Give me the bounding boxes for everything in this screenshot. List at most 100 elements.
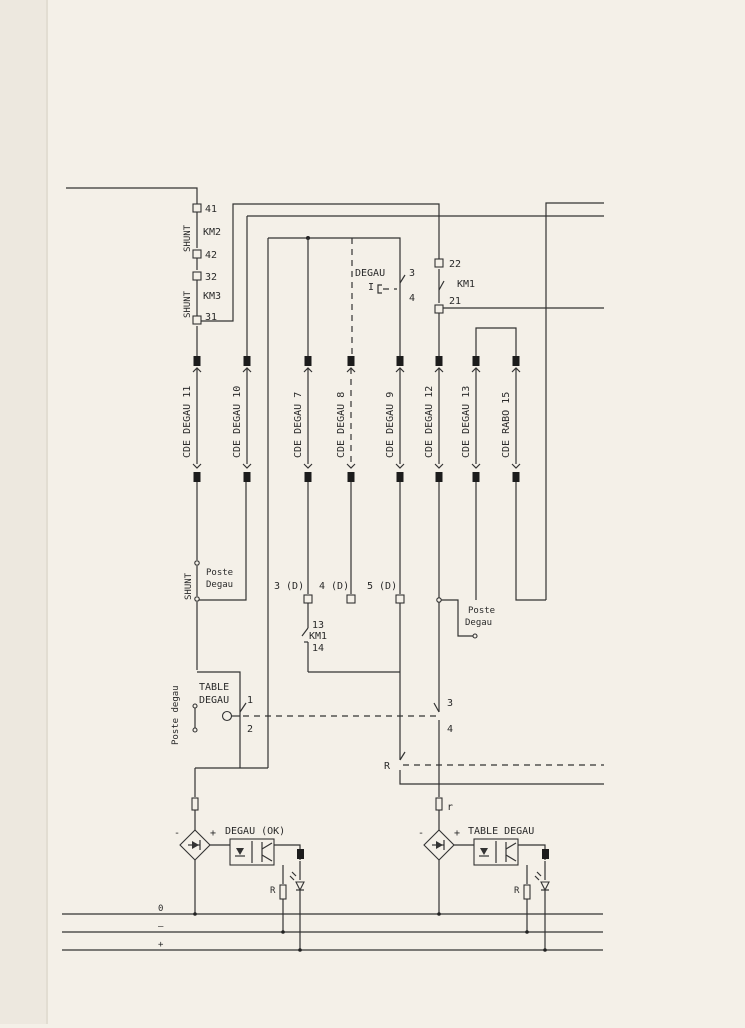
connector-plug-bottom <box>435 472 443 482</box>
connector-plug-bottom <box>472 472 480 482</box>
right-r-label: R <box>514 886 520 896</box>
power-rails: 0 – + <box>62 860 603 952</box>
left-led-plug <box>297 849 304 859</box>
km2-label: KM2 <box>203 227 221 238</box>
connector-socket-bottom <box>346 463 356 469</box>
poste-degau-vertical: Poste degau <box>171 685 181 745</box>
connector-plug-top <box>435 356 443 366</box>
connector-label: CDE DEGAU 10 <box>232 386 243 458</box>
terminal-32 <box>192 271 202 281</box>
d3-label: 3 (D) <box>274 581 304 592</box>
connector-plug-top <box>193 356 201 366</box>
connector-column: CDE DEGAU 9 <box>385 356 405 482</box>
degau-i-label: I <box>368 282 374 293</box>
connector-socket-bottom <box>395 463 405 469</box>
switch-1-label: 1 <box>247 695 253 706</box>
left-indicator-title: DEGAU (OK) <box>225 826 285 837</box>
terminal-5d <box>395 594 405 604</box>
connector-plug-bottom <box>193 472 201 482</box>
left-r-label: R <box>270 886 276 896</box>
right-led-plug <box>542 849 549 859</box>
connector-column: CDE RABO 15 <box>501 356 521 482</box>
top-wiring <box>66 187 604 600</box>
connector-plug-top <box>396 356 404 366</box>
degau-contact-3: 3 <box>409 268 415 279</box>
connector-socket-bottom <box>511 463 521 469</box>
d4-label: 4 (D) <box>319 581 349 592</box>
left-minus: - <box>174 828 180 839</box>
lower-wiring <box>191 238 604 832</box>
connector-column: CDE DEGAU 7 <box>293 356 313 482</box>
right-indicator-title: TABLE DEGAU <box>468 826 534 837</box>
connector-column: CDE DEGAU 12 <box>424 356 444 482</box>
poste-right-2: Degau <box>465 618 492 628</box>
connector-plug-top <box>347 356 355 366</box>
rail-minus-label: – <box>158 922 164 932</box>
terminal-3d <box>303 594 313 604</box>
degau-push-actuator <box>377 284 382 294</box>
connector-columns: CDE DEGAU 11 CDE DEGAU 10 CDE DEGAU 7 CDE D… <box>182 356 521 482</box>
degau-switch-label: DEGAU <box>355 268 385 279</box>
t42-label: 42 <box>205 250 217 261</box>
right-resistor <box>435 797 443 811</box>
indicator-right: - + TABLE DEGAU R <box>418 826 550 900</box>
km3-label: KM3 <box>203 291 221 302</box>
right-led <box>540 881 550 892</box>
connector-socket-bottom <box>471 463 481 469</box>
poste-right-1: Poste <box>468 606 495 616</box>
connector-label: CDE DEGAU 9 <box>385 392 396 458</box>
terminals-top <box>192 203 444 325</box>
table-label-2: DEGAU <box>199 695 229 706</box>
t21-label: 21 <box>449 296 461 307</box>
terminal-4d <box>346 594 356 604</box>
connector-column: CDE DEGAU 10 <box>232 356 252 482</box>
connector-label: CDE DEGAU 11 <box>182 386 193 458</box>
d5-label: 5 (D) <box>367 581 397 592</box>
connector-label: CDE DEGAU 13 <box>461 386 472 458</box>
terminal-42 <box>192 249 202 259</box>
lower-labels: SHUNT Poste Degau 3 (D) 4 (D) 5 (D) Post… <box>171 568 495 813</box>
relay-labels: 41 KM2 42 32 KM3 31 SHUNT SHUNT 22 KM1 2… <box>183 204 475 323</box>
connector-column: CDE DEGAU 13 <box>461 356 481 482</box>
rail-zero-label: 0 <box>158 904 163 914</box>
table-degau-switch-knob <box>221 710 233 722</box>
resistor-r-label: r <box>447 802 453 813</box>
connector-plug-bottom <box>396 472 404 482</box>
indicator-left: - + DEGAU (OK) R <box>174 826 305 900</box>
km1-top-label: KM1 <box>457 279 475 290</box>
right-minus: - <box>418 828 424 839</box>
terminal-41 <box>192 203 202 213</box>
t41-label: 41 <box>205 204 217 215</box>
km1-13-label: 13 <box>312 620 324 631</box>
poste-label-1: Poste <box>206 568 233 578</box>
connector-plug-top <box>512 356 520 366</box>
connector-label: CDE RABO 15 <box>501 392 512 458</box>
t32-label: 32 <box>205 272 217 283</box>
connector-socket-bottom <box>242 463 252 469</box>
shunt-lower-label: SHUNT <box>184 572 194 600</box>
connector-plug-top <box>304 356 312 366</box>
left-plus: + <box>210 828 216 839</box>
km1-14-label: 14 <box>312 643 324 654</box>
connector-label: CDE DEGAU 7 <box>293 392 304 458</box>
connector-column: CDE DEGAU 11 <box>182 356 202 482</box>
connector-plug-top <box>243 356 251 366</box>
km1-lower-label: KM1 <box>309 631 327 642</box>
right-plus: + <box>454 828 460 839</box>
connector-plug-top <box>472 356 480 366</box>
relay-r-label: R <box>384 761 391 772</box>
left-led <box>295 881 305 892</box>
switch-4-label: 4 <box>447 724 453 735</box>
connector-socket-bottom <box>434 463 444 469</box>
left-r-resistor <box>279 884 287 900</box>
degau-contact-4: 4 <box>409 293 415 304</box>
connector-column: CDE DEGAU 8 <box>336 356 356 482</box>
right-r-resistor <box>523 884 531 900</box>
terminal-31 <box>192 315 202 325</box>
page-gutter <box>0 0 48 1024</box>
rail-plus-label: + <box>158 940 164 950</box>
t22-label: 22 <box>449 259 461 270</box>
connector-label: CDE DEGAU 12 <box>424 386 435 458</box>
